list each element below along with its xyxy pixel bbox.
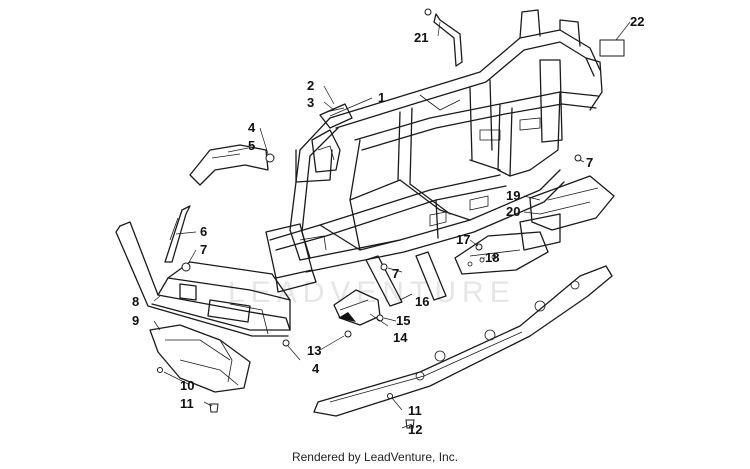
callout-17: 17	[456, 232, 470, 247]
callout-21: 21	[414, 30, 428, 45]
callout-7-right: 7	[586, 155, 593, 170]
leader-lines	[153, 21, 631, 429]
bolt-21[interactable]	[424, 8, 432, 16]
bolt-7-left[interactable]	[181, 262, 191, 272]
fastener-12[interactable]	[387, 393, 393, 399]
callout-7-left: 7	[200, 242, 207, 257]
callout-7-center: 7	[392, 266, 399, 281]
watermark-text: LEADVENTURE	[228, 276, 516, 309]
callout-11-left: 11	[180, 396, 194, 411]
callout-5: 5	[248, 138, 255, 153]
bolt-4-top[interactable]	[265, 153, 275, 163]
nut-13[interactable]	[344, 330, 352, 338]
arrow-marker-14	[338, 312, 356, 322]
main-skid-plate[interactable]	[313, 265, 613, 417]
bumper-brace[interactable]	[164, 205, 191, 263]
front-bumper[interactable]	[115, 221, 291, 337]
callout-13: 13	[307, 343, 321, 358]
callout-10: 10	[180, 378, 194, 393]
frame-strap[interactable]	[433, 13, 463, 67]
callout-11-right: 11	[408, 403, 422, 418]
footrest-pads[interactable]	[365, 251, 447, 307]
fastener-11-left[interactable]	[209, 403, 219, 413]
frame-bracket[interactable]	[319, 103, 353, 129]
callout-1: 1	[378, 90, 385, 105]
bolt-7-right[interactable]	[574, 154, 582, 162]
callout-15: 15	[396, 313, 410, 328]
bolt-7-center[interactable]	[380, 263, 388, 271]
callout-3: 3	[307, 95, 314, 110]
callout-16: 16	[415, 294, 429, 309]
main-frame[interactable]	[265, 9, 603, 293]
callout-6: 6	[200, 224, 207, 239]
callout-12: 12	[408, 422, 422, 437]
fastener-11-right[interactable]	[405, 419, 415, 429]
callout-2: 2	[307, 78, 314, 93]
callout-8: 8	[132, 294, 139, 309]
callout-14: 14	[393, 330, 408, 345]
rear-footrest[interactable]	[519, 175, 615, 251]
front-bracket[interactable]	[189, 144, 269, 186]
callout-4-bottom: 4	[312, 361, 320, 376]
callout-9: 9	[132, 313, 139, 328]
bolt-15[interactable]	[376, 314, 384, 322]
callout-labels: 1 2 3 4 5 6 7 7 7 8 9 10 11 11 12 13 4 1…	[132, 14, 644, 437]
bolt-4-bottom[interactable]	[282, 339, 290, 347]
footwell-plate[interactable]	[454, 231, 549, 275]
callout-4-top: 4	[248, 120, 256, 135]
fastener-10[interactable]	[157, 367, 163, 373]
render-credit: Rendered by LeadVenture, Inc.	[291, 450, 459, 464]
callout-18: 18	[485, 250, 499, 265]
label-22[interactable]	[599, 39, 625, 57]
callout-22: 22	[630, 14, 644, 29]
callout-19: 19	[506, 188, 520, 203]
callout-20: 20	[506, 204, 520, 219]
front-skid-plate[interactable]	[149, 324, 251, 393]
